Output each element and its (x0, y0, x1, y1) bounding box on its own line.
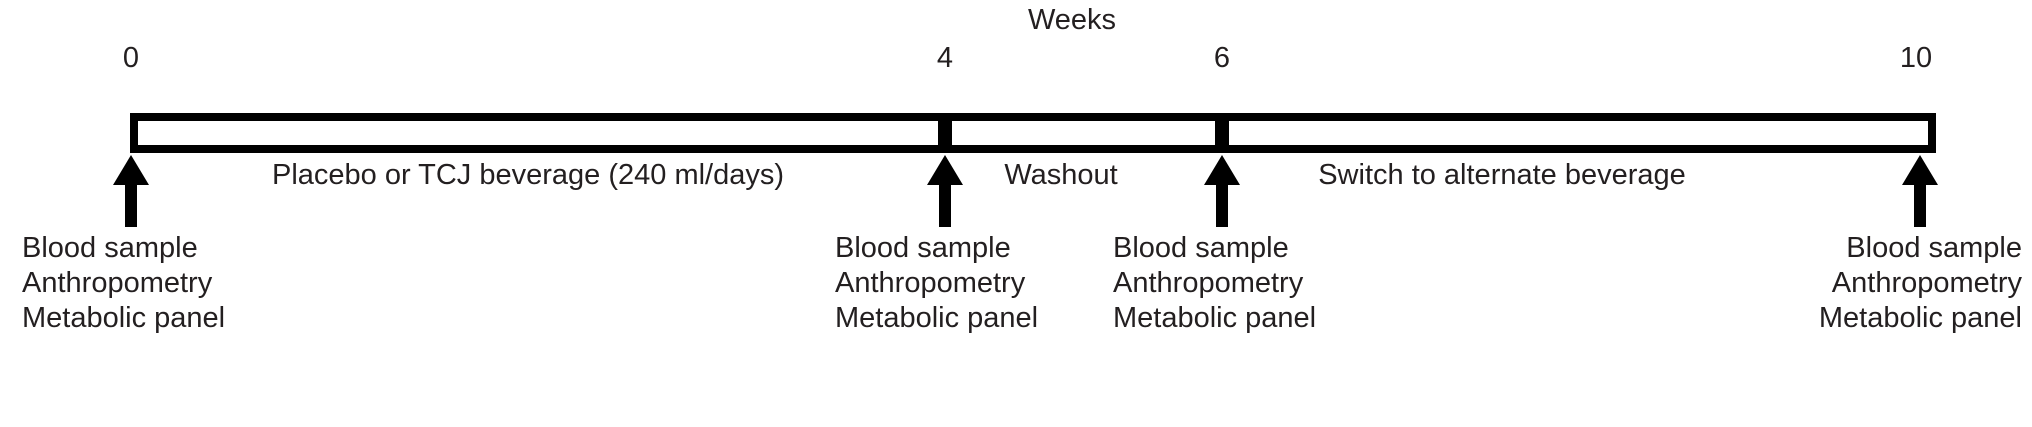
tick-label-week-10: 10 (1899, 42, 1933, 74)
tick-label-week-4: 4 (936, 42, 954, 74)
tick-label-week-0: 0 (122, 42, 140, 74)
timeline-bar (130, 113, 1936, 153)
assessment-line-metabolic-panel: Metabolic panel (1113, 302, 1317, 334)
phase-label-crossover: Switch to alternate beverage (1318, 159, 1686, 191)
assessment-line-blood-sample: Blood sample (22, 232, 198, 264)
assessment-block-week-10: Blood sample Anthropometry Metabolic pan… (1819, 231, 2022, 336)
assessment-line-metabolic-panel: Metabolic panel (835, 302, 1039, 334)
tick-label-week-6: 6 (1213, 42, 1231, 74)
assessment-line-blood-sample: Blood sample (835, 232, 1011, 264)
assessment-line-anthropometry: Anthropometry (835, 267, 1026, 299)
assessment-line-blood-sample: Blood sample (1113, 232, 1289, 264)
assessment-line-anthropometry: Anthropometry (22, 267, 213, 299)
assessment-block-week-0: Blood sample Anthropometry Metabolic pan… (22, 231, 225, 336)
phase-label-washout: Washout (1004, 159, 1118, 191)
assessment-line-blood-sample: Blood sample (1846, 232, 2022, 264)
tick-divider-week-6 (1215, 113, 1229, 153)
assessment-line-anthropometry: Anthropometry (1831, 267, 2022, 299)
assessment-line-metabolic-panel: Metabolic panel (1818, 302, 2022, 334)
assessment-block-week-6: Blood sample Anthropometry Metabolic pan… (1113, 231, 1316, 336)
phase-label-treatment: Placebo or TCJ beverage (240 ml/days) (271, 159, 785, 191)
timepoint-arrow-week-0 (111, 155, 151, 232)
timepoint-arrow-week-10 (1900, 155, 1940, 232)
assessment-line-metabolic-panel: Metabolic panel (22, 302, 226, 334)
assessment-line-anthropometry: Anthropometry (1113, 267, 1304, 299)
tick-divider-week-4 (938, 113, 952, 153)
timepoint-arrow-week-4 (925, 155, 965, 232)
timepoint-arrow-week-6 (1202, 155, 1242, 232)
assessment-block-week-4: Blood sample Anthropometry Metabolic pan… (835, 231, 1038, 336)
axis-title-weeks: Weeks (1027, 4, 1117, 36)
